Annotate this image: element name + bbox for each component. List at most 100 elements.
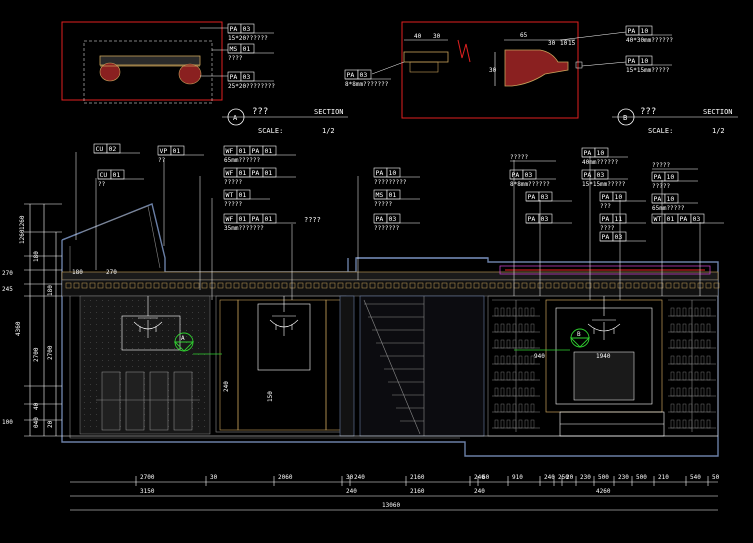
left-dim: 040 [33,417,40,428]
dim-65: 65 [520,32,528,39]
tag-code: PA [602,233,610,241]
marker-a-letter: A [181,335,185,342]
left-dim: 100 [2,419,13,426]
tag-note: 65mm?????? [224,157,261,164]
tag-num: 03 [360,71,368,79]
tag-code: WT [654,215,662,223]
tag-code: VP [160,147,168,155]
bottom-dim-1: 240 [354,474,365,481]
tag-code: PA [584,149,592,157]
tag-num: 01 [667,215,675,223]
left-dim: 2700 [33,347,40,362]
tag-note: 8*8mm??????? [345,81,389,88]
tag-code: PA [347,71,355,79]
bottom-dim-1: 60 [482,474,490,481]
tag-num: 03 [389,215,397,223]
bottom-dim-1: 540 [690,474,701,481]
left-dim: 245 [2,286,13,293]
bottom-dim-1: 240 [544,474,555,481]
bottom-dim-1: 500 [636,474,647,481]
tag-note: ??????? [374,225,400,232]
right-tag: ????? [652,162,698,170]
left-dim: 1260 [19,215,26,230]
tag-num: 10 [597,149,605,157]
bottom-dim-total: 13060 [382,502,400,509]
left-dim: 180 [33,251,40,262]
tag-note: 40*30mm?????? [626,37,673,44]
tag-note: 8*8mm?????? [510,181,550,188]
tag-note: ????? [652,183,670,190]
mid-note: ???? [304,216,321,224]
section-a-scale-label: SCALE: [258,127,283,135]
tag-num2: 01 [265,169,273,177]
section-a-letter: A [233,114,238,122]
section-marker-b: B [514,328,591,351]
tag-code: PA [528,193,536,201]
tag-num: 10 [667,173,675,181]
bottom-dim-1: 230 [618,474,629,481]
tag-note: ????? [224,179,242,186]
chandelier-left [133,296,163,338]
tag-note: ????? [652,162,670,169]
left-dim: 180 [47,285,54,296]
marker-b-letter: B [577,331,581,338]
bottom-dim-1: 2160 [410,474,425,481]
tag-num: 10 [667,195,675,203]
tag-num: 01 [113,171,121,179]
tag-num: 11 [615,215,623,223]
section-marker-a: A [173,332,222,355]
tag-note: 15*15mm????? [582,181,626,188]
tag-code: PA [628,27,636,35]
detail-a-frame [61,21,223,101]
moulding-profile [99,55,201,66]
tag-num2: 01 [265,147,273,155]
tag-note: 15*20?????? [228,35,268,42]
tag-note: ?? [158,157,166,164]
tag-num: 01 [239,147,247,155]
bottom-dim-1: 230 [580,474,591,481]
tag-note: ?? [98,181,106,188]
section-title-a: A ??? SECTION SCALE: 1/2 [222,107,348,135]
interior-dim: 940 [534,353,545,360]
tag-code: CU [100,171,108,179]
left-dim: 20 [47,420,54,428]
tag-note: ????????? [374,179,407,186]
bottom-dim-1: 500 [598,474,609,481]
tag-code2: PA [252,147,260,155]
tag-code: PA [512,171,520,179]
tag-code2: PA [252,169,260,177]
section-a-scale: 1/2 [322,127,335,135]
tag-note: ????? [510,154,528,161]
tag-num2: 03 [693,215,701,223]
profile-left [403,51,449,63]
bottom-dim-1: 210 [658,474,669,481]
bottom-dim-2: 2160 [410,488,425,495]
tag-num: 01 [239,191,247,199]
section-a-name: ??? [252,107,268,117]
detail-b-tag: PA 03 8*8mm??????? [344,69,391,88]
